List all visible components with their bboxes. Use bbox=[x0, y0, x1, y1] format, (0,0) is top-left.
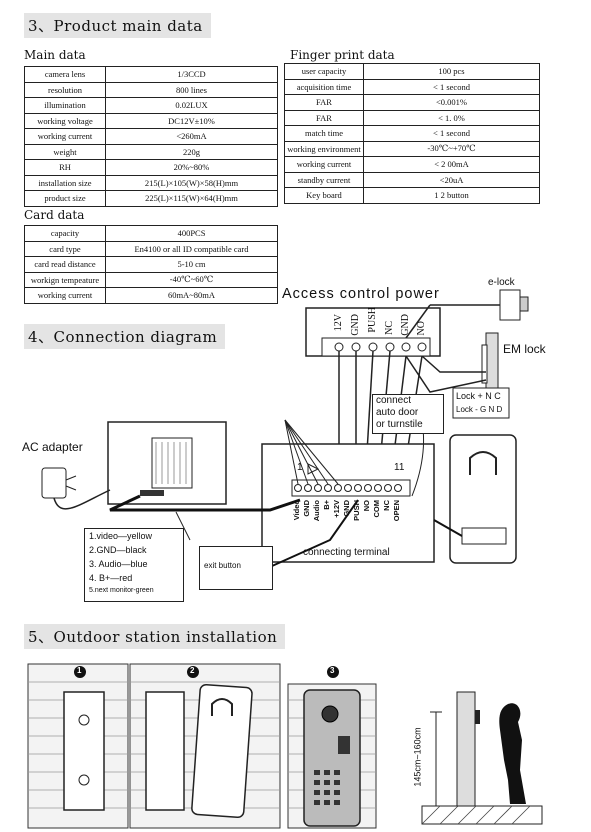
installation-step-2 bbox=[129, 663, 281, 829]
e-lock-icon bbox=[499, 289, 521, 321]
table-row: FAR<0.001% bbox=[284, 94, 540, 111]
connect-note-box: connect auto door or turnstile bbox=[372, 394, 444, 434]
row-value: 225(L)×115(W)×64(H)mm bbox=[105, 190, 278, 207]
terminal-pin-label: +12V bbox=[332, 500, 341, 518]
wire-legend-item: 1.video—yellow bbox=[89, 531, 153, 541]
exit-button-label: exit button bbox=[204, 561, 241, 570]
em-lock-icon bbox=[485, 332, 499, 389]
connecting-terminal-label: connecting terminal bbox=[303, 547, 390, 558]
row-value: 60mA~80mA bbox=[105, 287, 278, 304]
row-value: 1 2 button bbox=[363, 187, 540, 204]
e-lock-label: e-lock bbox=[488, 277, 515, 288]
table-row: FAR< 1. 0% bbox=[284, 109, 540, 126]
height-illustration bbox=[421, 691, 543, 825]
lock-gnd-label: Lock - G N D bbox=[456, 405, 503, 414]
terminal-pin-label: NO bbox=[362, 500, 371, 512]
wire-legend-box: 1.video—yellow 2.GND—black 3. Audio—blue… bbox=[84, 528, 184, 602]
section-title-installation: 5、Outdoor station installation bbox=[24, 624, 286, 649]
power-terminal-label: PUSH bbox=[367, 307, 378, 333]
person-silhouette bbox=[499, 703, 526, 804]
step-1-number: 1 bbox=[77, 666, 82, 675]
installation-step-3 bbox=[287, 683, 377, 829]
power-terminal-screws bbox=[334, 342, 427, 352]
wire-legend-item: 5.next monitor-green bbox=[89, 587, 154, 594]
terminal-pin-label: PUSH bbox=[352, 500, 361, 521]
section-title-connection: 4、Connection diagram bbox=[24, 324, 226, 349]
power-terminal-label: NC bbox=[384, 321, 395, 335]
power-terminal-label: NO bbox=[416, 321, 427, 336]
connect-note-line-2: auto door bbox=[376, 407, 419, 418]
em-lock-label: EM lock bbox=[503, 342, 546, 356]
terminal-screws bbox=[294, 484, 402, 492]
connect-note-line-3: or turnstile bbox=[376, 419, 423, 430]
power-terminal-label: GND bbox=[350, 314, 361, 336]
terminal-pin-label: OPEN bbox=[392, 500, 401, 522]
terminal-start-label: 1 bbox=[297, 462, 303, 473]
table-row: acquisition time< 1 second bbox=[284, 78, 540, 95]
terminal-pin-label: Video bbox=[292, 500, 301, 521]
step-3-number: 3 bbox=[330, 666, 335, 675]
terminal-pin-label: NC bbox=[382, 500, 391, 511]
step-2-badge bbox=[187, 666, 199, 678]
section-title-product-data: 3、Product main data bbox=[24, 13, 211, 38]
terminal-pin-label: GND bbox=[342, 500, 351, 517]
step-3-badge bbox=[327, 666, 339, 678]
finger-data-title: Finger print data bbox=[290, 48, 395, 62]
terminal-pin-label: COM bbox=[372, 500, 381, 518]
connect-note-line-1: connect bbox=[376, 395, 412, 406]
terminal-pin-label: Audio bbox=[312, 500, 321, 522]
step-1-badge bbox=[74, 666, 86, 678]
installation-step-1 bbox=[27, 663, 129, 829]
terminal-pin-label: GND bbox=[302, 500, 311, 517]
lock-nc-label: Lock + N C bbox=[456, 391, 501, 401]
wire-legend-item: 4. B+—red bbox=[89, 573, 133, 583]
power-terminal-label: GND bbox=[400, 314, 411, 336]
ac-adapter-icon bbox=[41, 467, 67, 499]
row-label: Key board bbox=[284, 187, 364, 204]
power-terminal-label: 12V bbox=[333, 314, 344, 332]
access-control-power-label: Access control power bbox=[282, 286, 440, 302]
wire-legend-item: 2.GND—black bbox=[89, 545, 147, 555]
terminal-pin-label: B+ bbox=[322, 500, 331, 510]
step-2-number: 2 bbox=[190, 666, 195, 675]
height-label: 145cm~160cm bbox=[412, 727, 423, 787]
wire-legend-item: 3. Audio—blue bbox=[89, 559, 148, 569]
card-data-title: Card data bbox=[24, 208, 85, 222]
terminal-end-label: 11 bbox=[394, 462, 405, 473]
table-row: working current<260mA bbox=[24, 128, 278, 145]
indoor-monitor bbox=[107, 421, 227, 505]
ac-adapter-label: AC adapter bbox=[22, 440, 83, 454]
main-data-title: Main data bbox=[24, 48, 86, 62]
exit-button: exit button bbox=[199, 546, 273, 590]
